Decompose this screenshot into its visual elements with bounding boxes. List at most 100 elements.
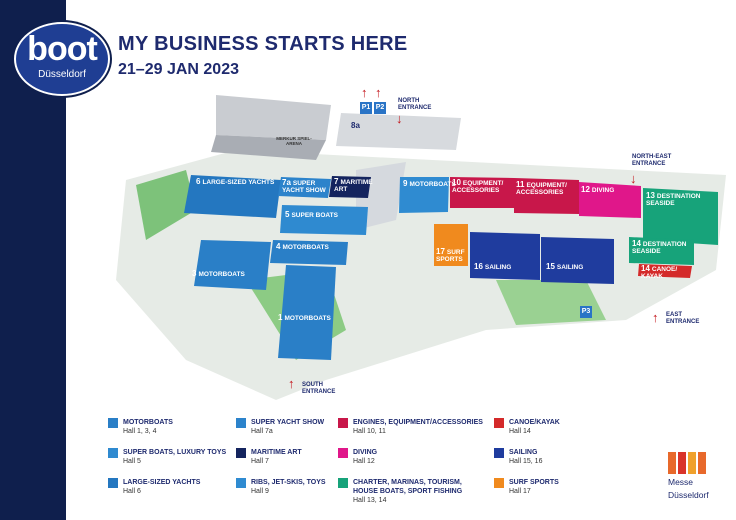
north-entrance-label: NORTH ENTRANCE <box>398 98 432 111</box>
hall-9-shape <box>399 177 449 213</box>
page-headline: MY BUSINESS STARTS HERE <box>118 33 408 55</box>
parking-p2: P2 <box>374 102 386 114</box>
legend-label: MARITIME ART <box>251 449 302 456</box>
legend-swatch <box>236 418 246 428</box>
legend-swatch <box>338 448 348 458</box>
legend-label: RIBS, JET-SKIS, TOYS <box>251 479 326 486</box>
legend-label: MOTORBOATS <box>123 419 173 426</box>
hall-7a-shape <box>278 177 331 198</box>
legend-label: SUPER YACHT SHOW <box>251 419 325 426</box>
hall-7-shape <box>329 176 371 198</box>
arena-label: MERKUR SPIEL-ARENA <box>276 136 312 146</box>
hall-11-shape <box>514 178 579 214</box>
legend-swatch <box>338 418 348 428</box>
legend-label: HOUSE BOATS, SPORT FISHING <box>353 488 463 495</box>
legend-swatch <box>108 478 118 488</box>
hall-3-shape <box>194 240 271 290</box>
hall-12-shape <box>579 182 641 218</box>
legend-swatch <box>494 448 504 458</box>
legend-sub: Hall 6 <box>123 488 141 495</box>
messe-text-line1: Messe <box>668 477 694 487</box>
legend-sub: Hall 10, 11 <box>353 428 386 435</box>
hall-14-seaside-shape <box>629 237 694 265</box>
arena-building <box>216 95 331 140</box>
legend-sub: Hall 17 <box>509 488 531 495</box>
legend-sub: Hall 7a <box>251 428 273 435</box>
legend-sub: Hall 14 <box>509 428 531 435</box>
hall-17-shape <box>434 224 468 266</box>
legend-swatch <box>494 478 504 488</box>
map-graphic <box>116 95 726 400</box>
legend-label: DIVING <box>353 449 378 456</box>
south-entrance-label: SOUTH ENTRANCE <box>302 382 336 395</box>
legend-label: SAILING <box>509 449 538 456</box>
messe-duesseldorf-logo: Messe Düsseldorf <box>668 452 728 500</box>
messe-mark <box>668 452 728 474</box>
north-entrance-arrow-icon: ↓ <box>396 111 403 126</box>
hall-8a-label: 8a <box>351 121 360 130</box>
boot-logo: boot Düsseldorf <box>14 22 110 96</box>
green-area <box>136 170 196 240</box>
legend: MOTORBOATS Hall 1, 3, 4 SUPER BOATS, LUX… <box>0 410 736 520</box>
legend-label: ENGINES, EQUIPMENT/ACCESSORIES <box>353 419 483 426</box>
legend-swatch <box>108 418 118 428</box>
legend-label: LARGE-SIZED YACHTS <box>123 479 201 486</box>
parking-p3: P3 <box>580 306 592 318</box>
south-entrance-arrow-icon: ↑ <box>288 376 295 391</box>
hall-14-canoe-shape <box>638 264 692 278</box>
legend-sub: Hall 9 <box>251 488 269 495</box>
parking-p1: P1 <box>360 102 372 114</box>
hall-5-shape <box>280 205 368 235</box>
east-entrance-arrow-icon: ↑ <box>652 310 659 325</box>
messe-text-line2: Düsseldorf <box>668 490 709 500</box>
north-east-entrance-arrow-icon: ↓ <box>630 171 637 186</box>
legend-swatch <box>236 478 246 488</box>
legend-sub: Hall 12 <box>353 458 375 465</box>
hall-15-shape <box>541 237 614 284</box>
parking-arrow-icon: ↑ <box>361 85 368 100</box>
logo-city: Düsseldorf <box>38 69 86 80</box>
legend-label: SUPER BOATS, LUXURY TOYS <box>123 449 227 456</box>
hall-8a-shape <box>336 113 461 150</box>
green-area <box>496 280 606 325</box>
legend-label: CHARTER, MARINAS, TOURISM, <box>353 479 462 486</box>
logo-word: boot <box>27 30 98 68</box>
hall-6-shape <box>184 175 281 218</box>
hall-1-shape <box>278 265 336 360</box>
legend-sub: Hall 13, 14 <box>353 497 387 504</box>
legend-label: SURF SPORTS <box>509 479 559 486</box>
parking-arrow-icon: ↑ <box>375 85 382 100</box>
legend-sub: Hall 5 <box>123 458 141 465</box>
legend-label: CANOE/KAYAK <box>509 419 560 426</box>
legend-sub: Hall 7 <box>251 458 269 465</box>
arena-building <box>211 135 326 160</box>
legend-swatch <box>338 478 348 488</box>
legend-swatch <box>494 418 504 428</box>
legend-sub: Hall 1, 3, 4 <box>123 428 157 435</box>
hall-4-shape <box>270 240 348 265</box>
hall-16-shape <box>470 232 540 280</box>
event-dates: 21–29 JAN 2023 <box>118 61 239 78</box>
legend-swatch <box>108 448 118 458</box>
legend-swatch <box>236 448 246 458</box>
hall-10-shape <box>450 177 514 208</box>
legend-sub: Hall 15, 16 <box>509 458 543 465</box>
